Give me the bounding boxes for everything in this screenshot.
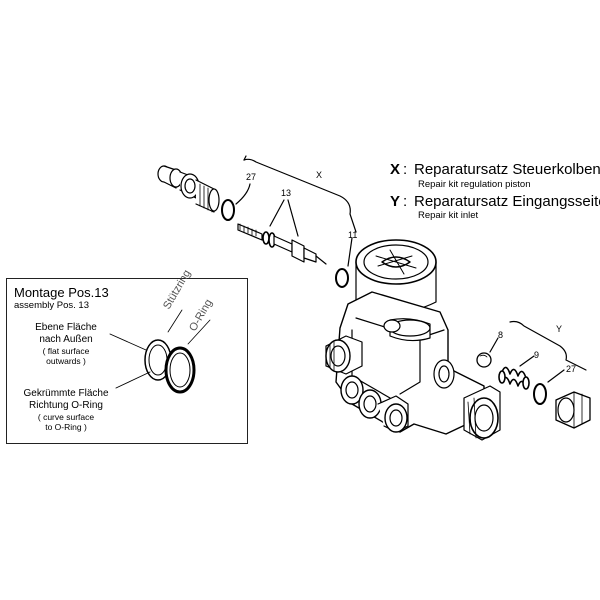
callout-27-bottom: 27 <box>566 364 576 374</box>
legend-x-subtitle: Repair kit regulation piston <box>418 179 531 190</box>
valve-body <box>325 291 501 441</box>
leader-27a <box>235 183 251 205</box>
spring-9 <box>498 366 530 390</box>
callout-y: Y <box>556 324 562 334</box>
regulation-piston <box>237 223 327 265</box>
flat-en-1: ( flat surface <box>42 346 90 356</box>
assembly-detail-inset <box>6 278 248 444</box>
leader-11 <box>347 237 353 267</box>
curve-en-1: ( curve surface <box>37 412 95 422</box>
fitting-top-left <box>157 165 220 213</box>
callout-9: 9 <box>534 350 539 360</box>
inset-title: Montage Pos.13 <box>14 285 109 300</box>
curve-de-1: Gekrümmte Fläche <box>23 388 109 399</box>
leader-13b <box>287 199 299 237</box>
legend-x-key: X <box>390 161 401 178</box>
o-ring-27-top <box>221 199 235 221</box>
callout-27-top: 27 <box>246 172 256 182</box>
curve-en-2: to O-Ring ) <box>45 422 87 433</box>
bracket-y <box>509 320 587 371</box>
inset-flat-surface-label: Ebene Fläche nach Außen ( flat surface o… <box>16 322 116 366</box>
inset-curve-surface-label: Gekrümmte Fläche Richtung O-Ring ( curve… <box>14 388 118 432</box>
legend-y-key: Y <box>390 193 401 210</box>
leader-27b <box>547 369 565 383</box>
callout-11: 11 <box>348 230 357 240</box>
flat-de-1: Ebene Fläche <box>35 322 97 333</box>
ball-8 <box>476 352 492 368</box>
inset-subtitle: assembly Pos. 13 <box>14 300 89 311</box>
o-ring-11 <box>335 268 349 288</box>
flat-de-2: nach Außen <box>39 334 93 345</box>
legend-y-subtitle: Repair kit inlet <box>418 210 479 221</box>
plug <box>555 391 591 429</box>
leader-8 <box>489 337 499 353</box>
legend-x-sep: : <box>403 161 408 178</box>
callout-8: 8 <box>498 330 503 340</box>
legend-y-sep: : <box>403 193 408 210</box>
callout-x: X <box>316 170 322 180</box>
legend-x-title: Reparatursatz Steuerkolben <box>414 161 600 178</box>
callout-13: 13 <box>281 188 291 198</box>
o-ring-27-bottom <box>533 383 547 405</box>
legend-y-title: Reparatursatz Eingangsseite <box>414 193 600 210</box>
leader-9 <box>519 355 535 367</box>
leader-13a <box>269 199 285 227</box>
bracket-x <box>243 158 357 233</box>
curve-de-2: Richtung O-Ring <box>29 400 103 411</box>
flat-en-2: outwards ) <box>46 356 86 367</box>
